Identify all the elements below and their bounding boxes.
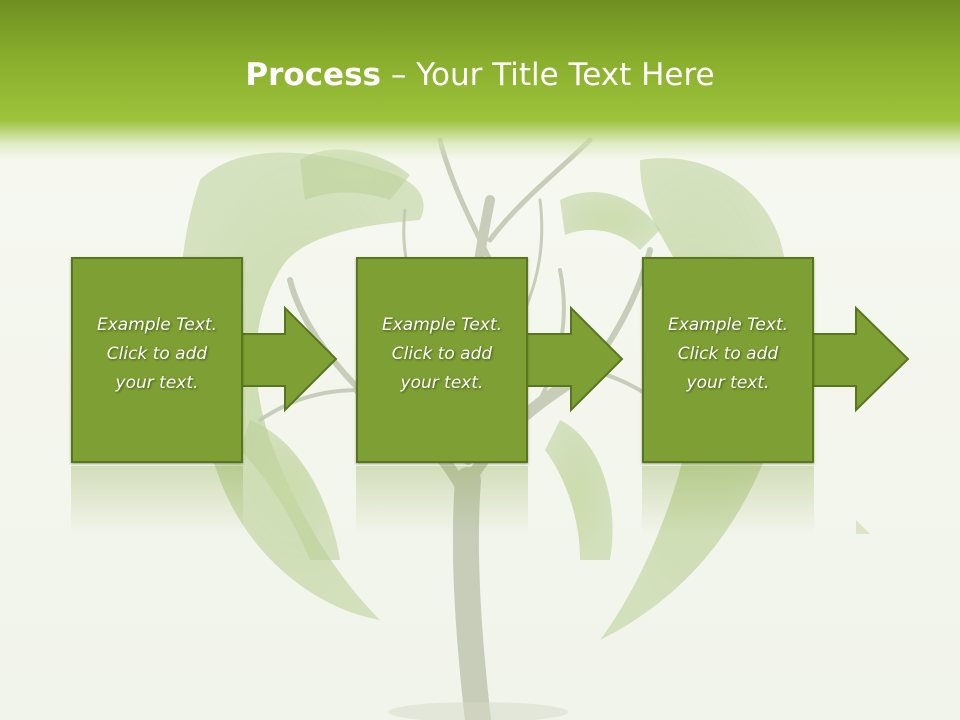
- process-step-3[interactable]: Example Text. Click to add your text.: [642, 257, 814, 463]
- slide-title[interactable]: Process – Your Title Text Here: [0, 52, 960, 98]
- arrow-2: [525, 305, 624, 413]
- step-text: Example Text. Click to add your text.: [96, 315, 218, 393]
- arrow-3: [811, 305, 910, 413]
- process-step-2[interactable]: Example Text. Click to add your text.: [356, 257, 528, 463]
- step-text: Example Text. Click to add your text.: [381, 315, 503, 393]
- step-text: Example Text. Click to add your text.: [667, 315, 789, 393]
- title-strong: Process: [245, 57, 381, 93]
- arrow-1: [239, 305, 338, 413]
- tree-shadow: [388, 702, 568, 720]
- title-bar: [0, 0, 960, 160]
- step-reflection: [642, 466, 814, 536]
- step-reflection: [71, 466, 243, 536]
- title-rest: – Your Title Text Here: [381, 57, 715, 93]
- process-arrows: [239, 305, 910, 413]
- arrow-reflection: [856, 520, 870, 534]
- step-reflection: [356, 466, 528, 536]
- process-step-1[interactable]: Example Text. Click to add your text.: [71, 257, 243, 463]
